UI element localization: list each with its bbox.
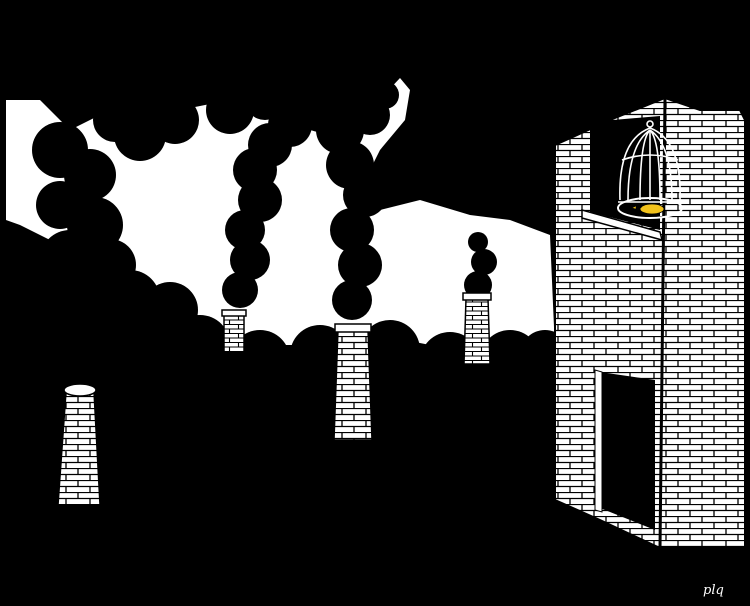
factory-chimney-icon <box>462 292 492 365</box>
factory-chimney-icon <box>57 383 101 506</box>
building-doorway <box>600 372 655 530</box>
factory-chimney-icon <box>221 309 247 353</box>
bird-icon <box>631 203 665 215</box>
artist-signature: plq <box>703 583 724 598</box>
birdcage-icon <box>617 120 683 219</box>
factory-chimney-icon <box>333 323 373 441</box>
